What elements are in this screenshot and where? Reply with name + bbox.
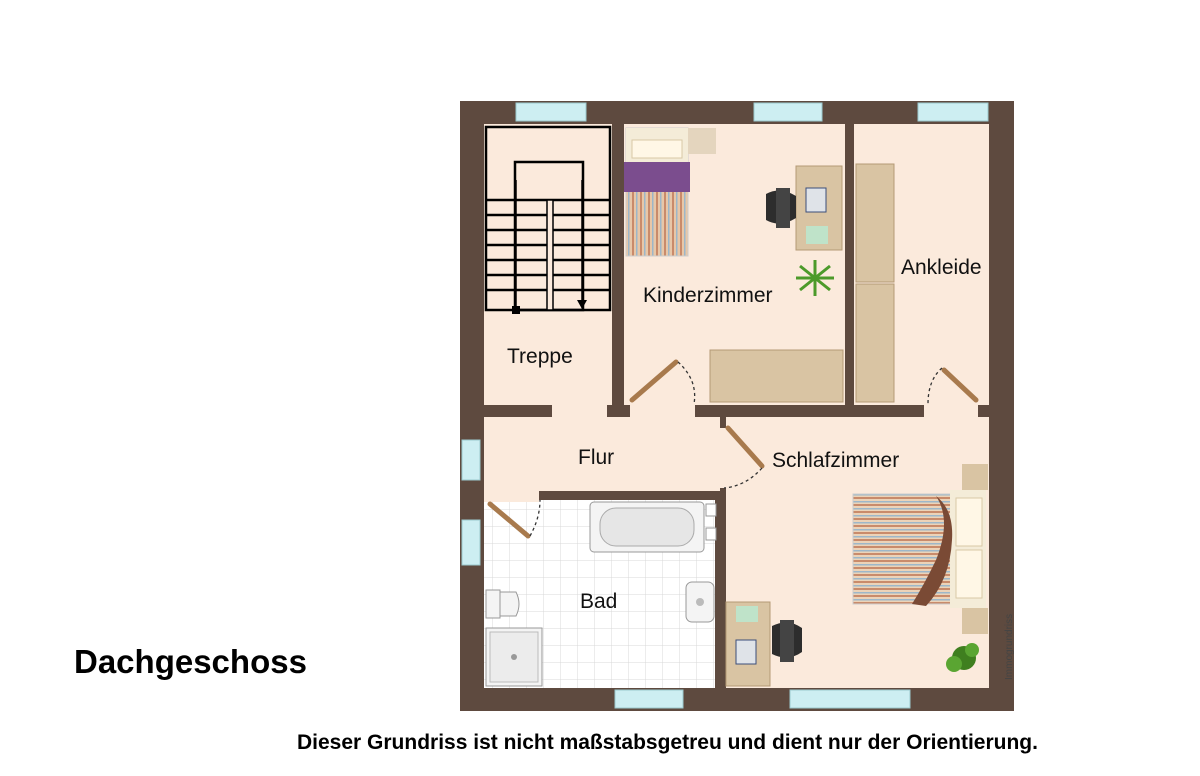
bathtub	[589, 501, 705, 553]
kids-desk	[766, 165, 843, 251]
doors	[487, 359, 979, 539]
plant-icon	[796, 260, 834, 296]
floor-title: Dachgeschoss	[74, 643, 307, 680]
opening-schlafzimmer	[718, 428, 728, 488]
shower	[485, 627, 543, 687]
room-label-bad: Bad	[580, 590, 618, 613]
bath-tap-2	[705, 527, 717, 541]
bedroom-desk	[725, 601, 802, 687]
bedroom-plant-icon	[946, 643, 979, 672]
windows	[461, 102, 989, 709]
wardrobe-top	[855, 163, 895, 283]
double-bed	[852, 464, 988, 634]
bath-tap-1	[705, 503, 717, 517]
stair-start-marker	[512, 306, 520, 314]
watermark: Immogrundriss	[1004, 613, 1015, 680]
stair-arrow-icon	[577, 300, 587, 309]
disclaimer: Dieser Grundriss ist nicht maßstabsgetre…	[297, 731, 1038, 754]
floor-flur	[484, 417, 720, 491]
room-label-kinderzimmer: Kinderzimmer	[643, 284, 773, 307]
room-label-schlafzimmer: Schlafzimmer	[772, 449, 900, 472]
room-label-flur: Flur	[578, 446, 615, 469]
kids-bed	[624, 127, 716, 257]
opening-ankleide	[924, 403, 978, 419]
opening-treppe	[552, 403, 607, 419]
staircase	[484, 125, 612, 312]
wardrobe-bottom	[855, 283, 895, 403]
sink	[685, 581, 715, 623]
opening-kinderzimmer	[630, 403, 695, 419]
door-swings	[529, 361, 943, 537]
room-label-ankleide: Ankleide	[901, 256, 982, 279]
opening-bad	[484, 489, 539, 502]
kids-cabinet	[709, 349, 844, 403]
toilet	[485, 589, 520, 619]
room-label-treppe: Treppe	[507, 345, 573, 368]
